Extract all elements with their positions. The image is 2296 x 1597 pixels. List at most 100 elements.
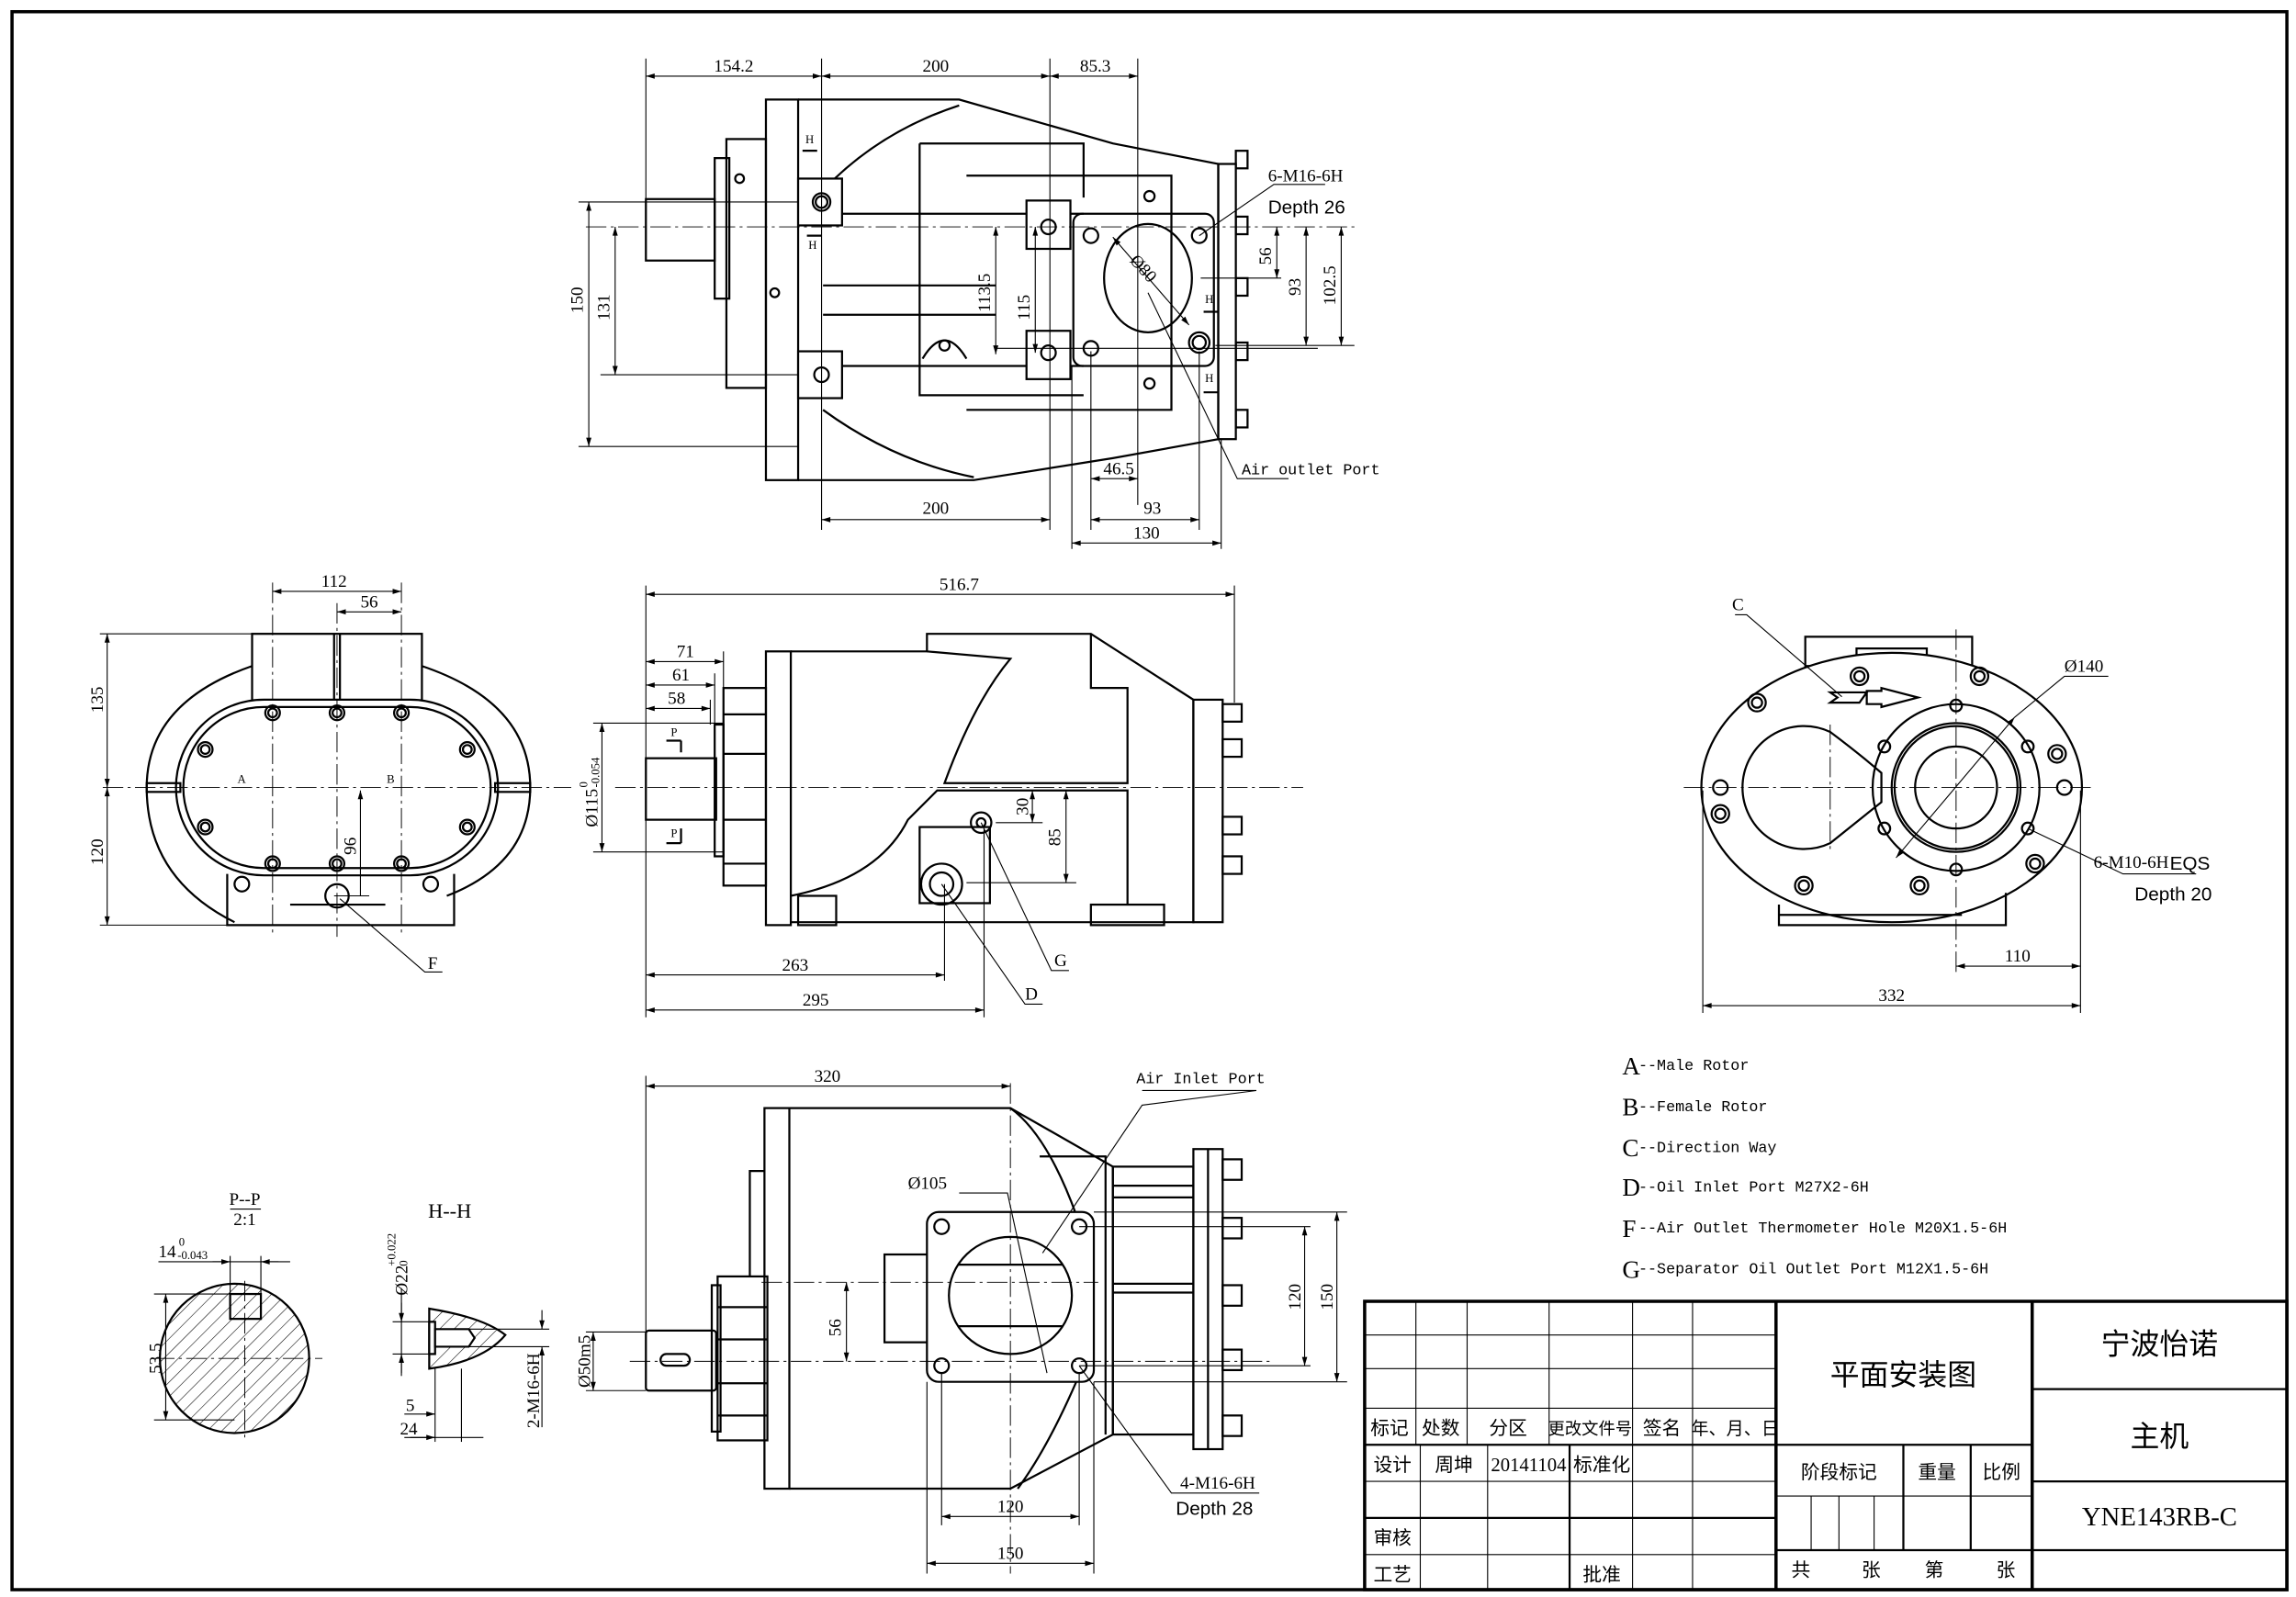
legend-text: --Separator Oil Outlet Port M12X1.5-6H xyxy=(1638,1262,1988,1279)
dim-263: 263 xyxy=(782,956,809,975)
callout-6-m10-6h: 6-M10-6H xyxy=(2094,853,2169,872)
section-mark-h: H xyxy=(805,133,814,146)
legend-letter: D xyxy=(1622,1174,1640,1201)
dim-dia22-tol-low: 0 xyxy=(397,1260,410,1265)
legend-item: A--Male Rotor xyxy=(1622,1052,1749,1080)
dim-115: 115 xyxy=(1015,295,1034,321)
rear-view-outline xyxy=(1683,629,2094,1014)
dim-2-m16-6h: 2-M16-6H xyxy=(524,1353,544,1428)
section-mark-h: H xyxy=(1205,293,1213,306)
section-pp-title: P--P xyxy=(230,1190,261,1209)
dim-200-bottom: 200 xyxy=(923,499,950,518)
dim-dia105: Ø105 xyxy=(908,1174,947,1193)
end-view-dimensions: 112 56 135 120 96 A B F xyxy=(88,572,443,973)
dim-120-horizontal: 120 xyxy=(997,1498,1024,1517)
model-number: YNE143RB-C xyxy=(2082,1502,2237,1532)
dim-96: 96 xyxy=(342,838,361,855)
dim-295: 295 xyxy=(803,991,829,1010)
standardization-label: 标准化 xyxy=(1573,1454,1630,1476)
label-d: D xyxy=(1025,985,1038,1005)
callout-6-m16-6h: 6-M16-6H xyxy=(1268,167,1344,186)
dim-dia115: Ø115 xyxy=(583,789,602,827)
label-f: F xyxy=(428,954,438,973)
section-pp-scale: 2:1 xyxy=(233,1210,255,1230)
legend-letter: F xyxy=(1622,1215,1636,1243)
dim-46-5: 46.5 xyxy=(1103,459,1133,478)
side-view-dimensions: 516.7 71 61 58 Ø115 0 -0.054 P P 30 85 2… xyxy=(578,575,1235,1013)
bottom-view-outline xyxy=(585,1075,1347,1574)
header-signature: 签名 xyxy=(1643,1417,1681,1439)
bottom-view: 320 Air Inlet Port Ø105 56 120 150 Ø50m5… xyxy=(576,1067,1347,1574)
process-label: 工艺 xyxy=(1373,1563,1411,1585)
legend-item: G--Separator Oil Outlet Port M12X1.5-6H xyxy=(1622,1256,1988,1284)
legend-item: D--Oil Inlet Port M27X2-6H xyxy=(1622,1174,1868,1201)
callout-air-inlet-port: Air Inlet Port xyxy=(1136,1072,1265,1089)
scale-label: 比例 xyxy=(1983,1461,2020,1483)
dim-320: 320 xyxy=(815,1067,841,1086)
dim-130: 130 xyxy=(1133,524,1160,544)
end-view-outline xyxy=(99,582,571,938)
dim-113-5: 113.5 xyxy=(975,274,995,312)
dim-85: 85 xyxy=(1045,828,1064,846)
dim-30: 30 xyxy=(1013,798,1032,815)
section-mark-p: P xyxy=(670,827,677,840)
legend-letter: G xyxy=(1622,1256,1640,1284)
dim-135: 135 xyxy=(88,687,107,714)
side-view-outline xyxy=(592,585,1303,1018)
section-mark-p: P xyxy=(670,726,677,739)
dim-150: 150 xyxy=(568,287,588,313)
design-label: 设计 xyxy=(1373,1454,1411,1476)
dim-93-bottom: 93 xyxy=(1143,499,1161,518)
dim-dia115-tol-up: 0 xyxy=(578,782,591,787)
dim-102-5: 102.5 xyxy=(1321,265,1340,305)
dim-516-7: 516.7 xyxy=(940,575,979,594)
section-hh-title: H--H xyxy=(428,1199,471,1222)
header-change-doc: 更改文件号 xyxy=(1548,1420,1633,1439)
title-block: 标记 处数 分区 更改文件号 签名 年、月、日 设计 周坤 20141104 标… xyxy=(1363,1299,2289,1591)
dim-dia50m5: Ø50m5 xyxy=(576,1335,595,1388)
review-label: 审核 xyxy=(1373,1527,1411,1549)
dim-56: 56 xyxy=(826,1319,845,1336)
callout-depth-28: Depth 28 xyxy=(1176,1499,1253,1520)
label-b: B xyxy=(387,773,395,786)
top-view-callouts: 6-M16-6H Depth 26 Air outlet Port xyxy=(1147,167,1380,479)
designer-name: 周坤 xyxy=(1435,1454,1472,1476)
end-view: 112 56 135 120 96 A B F xyxy=(88,572,571,973)
dim-14: 14 xyxy=(158,1243,176,1262)
dim-14-tol-low: -0.043 xyxy=(177,1249,208,1262)
dim-150-vertical: 150 xyxy=(1318,1284,1337,1310)
callout-air-outlet-port: Air outlet Port xyxy=(1242,462,1380,479)
dim-61: 61 xyxy=(672,666,690,685)
legend-letter: A xyxy=(1622,1052,1640,1080)
dim-56: 56 xyxy=(1256,247,1276,264)
legend: A--Male Rotor B--Female Rotor C--Directi… xyxy=(1622,1052,2007,1284)
top-view: 154.2 200 85.3 150 131 113.5 115 56 93 1… xyxy=(568,57,1380,549)
company-name: 宁波怡诺 xyxy=(2101,1326,2218,1361)
section-mark-h: H xyxy=(1205,372,1213,385)
label-c: C xyxy=(1732,596,1744,615)
top-view-outline xyxy=(578,58,1355,549)
dim-120: 120 xyxy=(88,838,107,865)
header-mark: 标记 xyxy=(1370,1417,1408,1439)
sheet-total-suffix: 张 xyxy=(1862,1559,1881,1581)
dim-93-right: 93 xyxy=(1286,278,1305,296)
sheet-number-suffix: 张 xyxy=(1997,1559,2016,1581)
legend-text: --Female Rotor xyxy=(1638,1099,1767,1117)
dim-200-top: 200 xyxy=(923,57,950,76)
section-mark-h: H xyxy=(808,239,816,252)
sheet-number-prefix: 第 xyxy=(1925,1559,1944,1581)
sheet-border xyxy=(10,9,2289,1591)
dim-332: 332 xyxy=(1878,986,1905,1006)
dim-5: 5 xyxy=(406,1397,415,1416)
label-g: G xyxy=(1054,951,1067,971)
dim-112: 112 xyxy=(321,572,347,591)
legend-text: --Air Outlet Thermometer Hole M20X1.5-6H xyxy=(1638,1220,2007,1238)
legend-letter: C xyxy=(1622,1134,1638,1162)
dim-53-5: 53.5 xyxy=(147,1343,166,1373)
side-view: 516.7 71 61 58 Ø115 0 -0.054 P P 30 85 2… xyxy=(578,575,1303,1018)
dim-131: 131 xyxy=(594,294,613,321)
dim-dia22: Ø22 xyxy=(392,1265,411,1296)
dim-71: 71 xyxy=(677,643,694,662)
callout-depth-20: Depth 20 xyxy=(2134,883,2212,905)
